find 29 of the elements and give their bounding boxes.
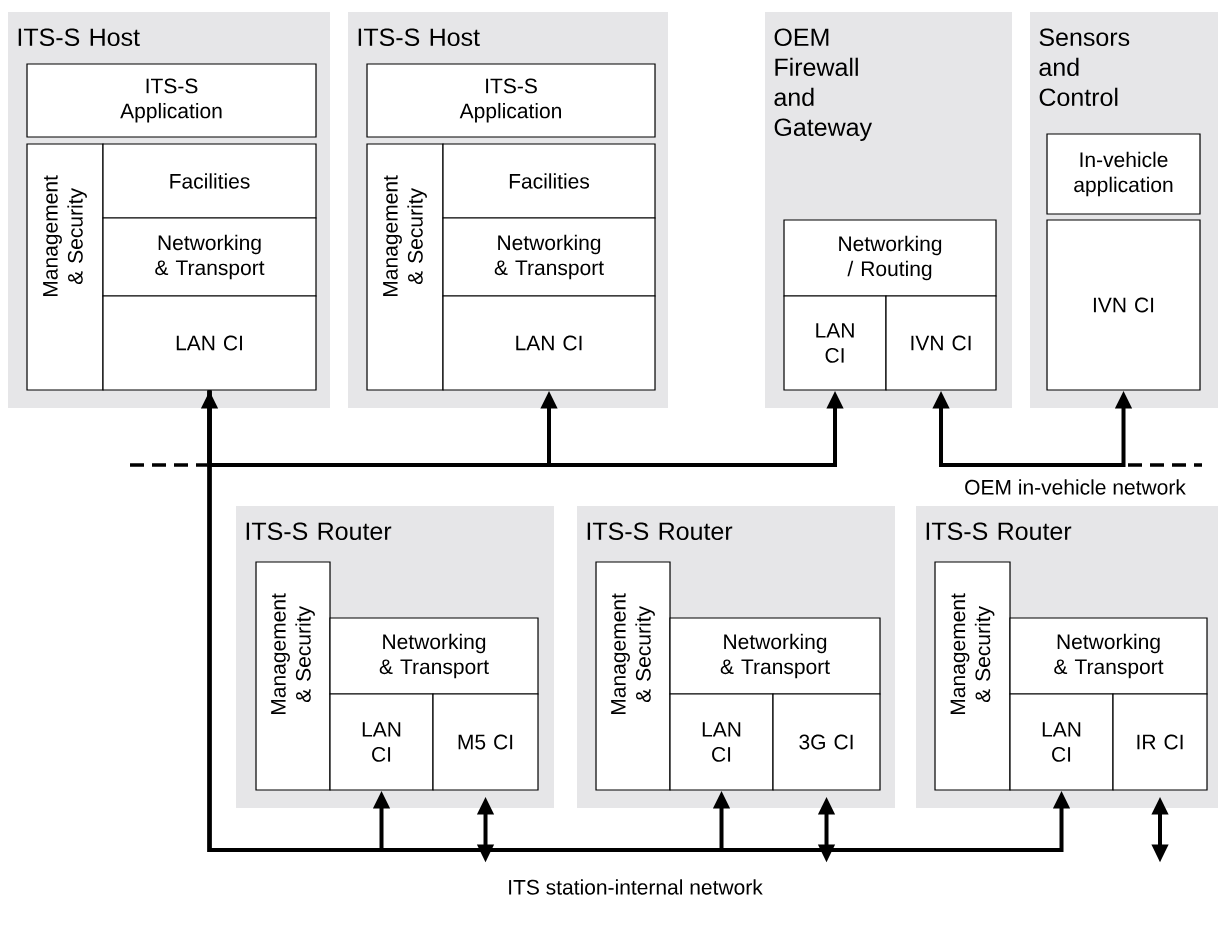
layer-box: 3G CI [772,693,881,791]
layer-box: LAN CI [442,295,656,391]
layer-box: Networking & Transport [1009,617,1208,695]
layer-box: M5 CI [432,693,539,791]
layer-box: LAN CI [329,693,434,791]
layer-box: Management & Security [366,143,444,391]
layer-box: Networking & Transport [329,617,539,695]
layer-box: Networking / Routing [783,219,997,297]
layer-box: Management & Security [255,561,331,791]
layer-box: IVN CI [885,295,997,391]
network-label: OEM in-vehicle network [965,479,1186,495]
layer-box: In-vehicle application [1046,133,1201,215]
layer-box: IR CI [1112,693,1208,791]
layer-box: Facilities [442,143,656,219]
layer-box: IVN CI [1046,219,1201,391]
layer-box: Management & Security [934,561,1011,791]
layer-box: LAN CI [102,295,317,391]
layer-box: LAN CI [1009,693,1114,791]
layer-box: LAN CI [669,693,774,791]
layer-box: Networking & Transport [442,217,656,297]
network-label: ITS station-internal network [509,879,763,895]
layer-box: ITS-S Application [26,63,317,138]
layer-box: Management & Security [26,143,104,391]
layer-box: Facilities [102,143,317,219]
layer-box: Management & Security [595,561,671,791]
layer-box: ITS-S Application [366,63,656,138]
layer-box: LAN CI [783,295,887,391]
layer-box: Networking & Transport [669,617,881,695]
layer-box: Networking & Transport [102,217,317,297]
